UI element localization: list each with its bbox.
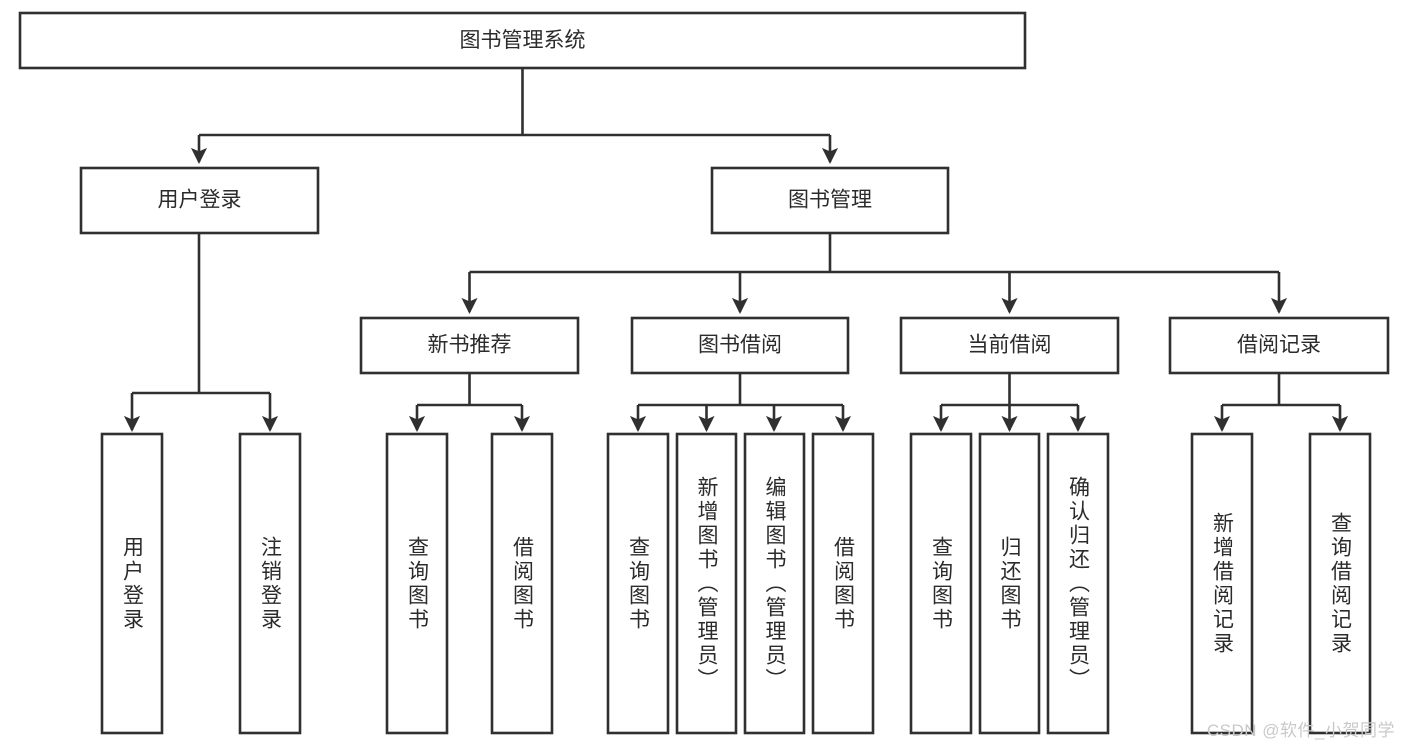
watermark-text: CSDN @软件_小贺同学 <box>1206 721 1395 740</box>
leaf-box-edit-book-admin[interactable] <box>743 432 806 735</box>
leaf-box-return-book[interactable] <box>978 432 1041 735</box>
node-borrow-record[interactable]: 借阅记录 <box>1168 316 1390 375</box>
node-root[interactable]: 图书管理系统 <box>18 11 1027 70</box>
leaf-box-query-book-1[interactable] <box>385 432 449 735</box>
node-root-label: 图书管理系统 <box>460 29 586 52</box>
node-book-borrow-label: 图书借阅 <box>698 334 782 357</box>
edges-new-book-to-leaves <box>408 373 531 433</box>
edges-root-to-level2 <box>190 68 839 165</box>
node-book-management[interactable]: 图书管理 <box>710 166 950 235</box>
edges-level2-to-level3 <box>461 233 1288 315</box>
node-new-book-recommend-box[interactable] <box>359 316 580 375</box>
leaf-boxes <box>100 432 1372 735</box>
edges-borrow-record-to-leaves <box>1213 373 1349 433</box>
node-current-borrow-label: 当前借阅 <box>968 334 1052 357</box>
edges-borrow-to-leaves <box>629 373 852 433</box>
node-user-login-label: 用户登录 <box>158 189 242 212</box>
node-book-management-label: 图书管理 <box>788 189 872 212</box>
node-new-book-recommend-label: 新书推荐 <box>428 334 512 357</box>
edges-user-login-to-leaves <box>123 233 279 433</box>
leaf-box-query-book-3[interactable] <box>909 432 973 735</box>
node-book-borrow[interactable]: 图书借阅 <box>630 316 850 375</box>
node-user-login[interactable]: 用户登录 <box>79 166 320 235</box>
leaf-box-logout[interactable] <box>238 432 302 735</box>
node-user-login-box[interactable] <box>79 166 320 235</box>
leaf-box-add-borrow-record[interactable] <box>1190 432 1254 735</box>
leaf-box-borrow-book-1[interactable] <box>490 432 554 735</box>
node-current-borrow[interactable]: 当前借阅 <box>899 316 1120 375</box>
leaf-box-query-book-2[interactable] <box>606 432 670 735</box>
node-current-borrow-box[interactable] <box>899 316 1120 375</box>
leaf-box-confirm-return-admin[interactable] <box>1046 432 1110 735</box>
edges-current-borrow-to-leaves <box>932 373 1087 433</box>
leaf-box-borrow-book-2[interactable] <box>811 432 875 735</box>
node-book-borrow-box[interactable] <box>630 316 850 375</box>
node-borrow-record-box[interactable] <box>1168 316 1390 375</box>
node-root-box[interactable] <box>18 11 1027 70</box>
leaf-box-add-book-admin[interactable] <box>675 432 738 735</box>
node-book-management-box[interactable] <box>710 166 950 235</box>
node-borrow-record-label: 借阅记录 <box>1237 334 1321 357</box>
node-new-book-recommend[interactable]: 新书推荐 <box>359 316 580 375</box>
leaf-box-query-borrow-record[interactable] <box>1308 432 1372 735</box>
leaf-box-user-login[interactable] <box>100 432 164 735</box>
